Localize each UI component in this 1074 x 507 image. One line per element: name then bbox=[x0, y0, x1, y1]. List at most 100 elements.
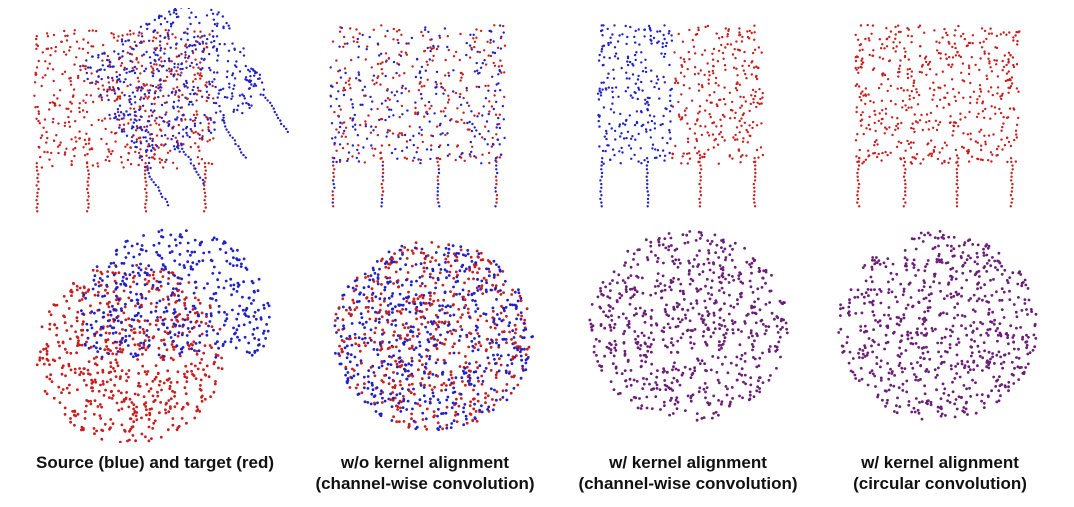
point bbox=[405, 157, 409, 160]
point bbox=[1017, 31, 1020, 34]
point bbox=[505, 314, 508, 318]
point bbox=[367, 369, 371, 372]
point bbox=[60, 40, 63, 43]
point bbox=[190, 369, 194, 373]
point bbox=[94, 346, 98, 350]
point bbox=[646, 179, 649, 182]
point bbox=[690, 99, 694, 102]
point bbox=[98, 95, 101, 98]
point bbox=[203, 34, 206, 37]
point bbox=[445, 398, 449, 402]
point bbox=[454, 270, 458, 274]
point bbox=[172, 348, 176, 351]
point bbox=[106, 58, 109, 62]
point bbox=[491, 283, 494, 287]
point bbox=[474, 360, 478, 364]
point bbox=[883, 73, 887, 77]
point bbox=[448, 351, 452, 355]
point bbox=[198, 149, 201, 152]
point bbox=[1007, 91, 1010, 95]
point bbox=[36, 176, 39, 180]
point bbox=[155, 122, 158, 125]
point bbox=[145, 199, 148, 202]
point bbox=[144, 166, 147, 169]
point bbox=[468, 120, 471, 124]
point bbox=[892, 47, 895, 50]
point bbox=[523, 318, 527, 322]
point bbox=[703, 49, 707, 52]
point bbox=[380, 68, 383, 71]
point bbox=[75, 140, 78, 143]
point bbox=[134, 101, 137, 104]
point bbox=[760, 51, 763, 54]
point bbox=[331, 179, 335, 182]
point bbox=[401, 406, 405, 409]
point bbox=[331, 201, 334, 204]
point bbox=[361, 103, 364, 107]
point bbox=[108, 88, 112, 91]
point bbox=[214, 355, 218, 359]
point bbox=[444, 388, 448, 392]
point bbox=[39, 155, 42, 159]
point bbox=[745, 77, 748, 80]
point bbox=[198, 42, 202, 46]
point bbox=[86, 165, 89, 169]
point bbox=[923, 57, 927, 60]
point bbox=[136, 343, 140, 346]
point bbox=[709, 101, 712, 104]
point bbox=[189, 320, 193, 324]
point bbox=[142, 395, 146, 398]
point bbox=[479, 29, 483, 33]
point bbox=[345, 337, 349, 340]
point bbox=[391, 311, 394, 314]
point bbox=[69, 80, 72, 83]
point bbox=[105, 283, 109, 287]
point bbox=[172, 145, 176, 148]
point bbox=[377, 321, 381, 324]
point bbox=[57, 122, 60, 125]
point bbox=[491, 75, 494, 78]
point bbox=[156, 253, 160, 257]
point bbox=[441, 373, 444, 376]
point bbox=[460, 328, 464, 331]
point bbox=[174, 9, 178, 12]
point bbox=[754, 164, 757, 167]
point bbox=[728, 154, 732, 157]
point bbox=[144, 109, 147, 113]
point bbox=[457, 404, 461, 408]
point bbox=[167, 302, 171, 306]
point bbox=[629, 137, 633, 140]
point bbox=[201, 135, 204, 138]
point bbox=[421, 34, 425, 37]
point bbox=[242, 257, 246, 261]
point bbox=[153, 398, 157, 402]
point bbox=[334, 351, 337, 355]
point bbox=[991, 93, 994, 97]
point bbox=[379, 62, 382, 65]
point bbox=[633, 153, 636, 157]
point bbox=[415, 317, 418, 321]
point bbox=[139, 89, 143, 92]
point bbox=[957, 24, 960, 28]
point bbox=[646, 197, 650, 201]
point bbox=[435, 83, 438, 86]
point bbox=[598, 115, 601, 119]
point bbox=[120, 128, 124, 131]
point bbox=[344, 81, 348, 84]
point bbox=[186, 260, 190, 264]
point bbox=[206, 140, 209, 143]
point bbox=[956, 186, 960, 189]
point bbox=[194, 167, 197, 170]
point bbox=[68, 49, 71, 52]
point bbox=[82, 372, 85, 376]
point bbox=[895, 145, 899, 149]
point bbox=[706, 62, 709, 65]
point bbox=[63, 151, 67, 154]
point bbox=[738, 119, 741, 123]
point bbox=[363, 161, 366, 164]
point bbox=[139, 72, 142, 75]
point bbox=[918, 54, 922, 58]
point bbox=[212, 101, 216, 105]
point bbox=[85, 132, 88, 135]
point bbox=[165, 401, 168, 405]
